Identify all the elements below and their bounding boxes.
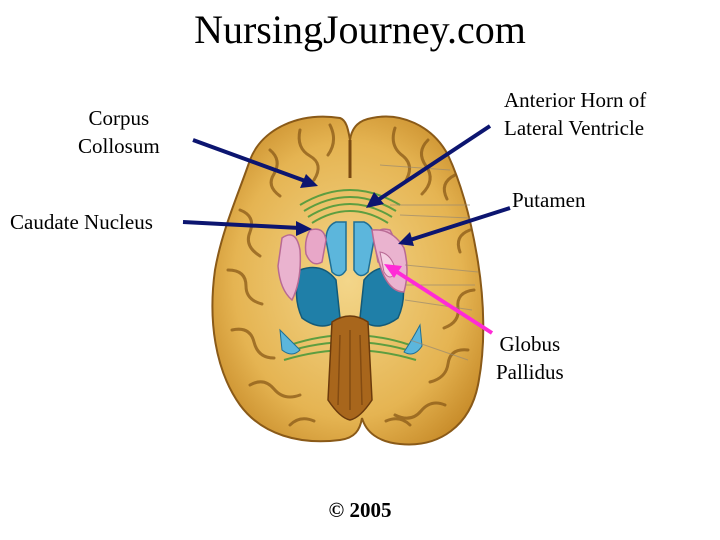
label-caudate-nucleus: Caudate Nucleus — [10, 210, 153, 234]
corpus-callosum-fibers — [299, 189, 401, 224]
anterior-horn-arrow — [366, 124, 492, 208]
posterior-horn-right — [403, 323, 423, 355]
page-title: NursingJourney.com — [194, 7, 526, 52]
copyright-notice: © 2005 — [328, 498, 392, 522]
label-globus-pallidus: Globus Pallidus — [496, 332, 564, 384]
label-putamen: Putamen — [512, 188, 586, 212]
lateral-ventricle-left — [295, 266, 341, 327]
anterior-horn-right — [353, 221, 375, 277]
brain-outline — [211, 115, 485, 446]
corpus-callosum-arrow — [192, 138, 318, 188]
caudate-nucleus-left — [304, 228, 327, 265]
pointer-lines — [379, 164, 479, 361]
posterior-horn-left — [279, 328, 301, 355]
putamen-arrow — [398, 206, 511, 246]
caudate-nucleus-arrow — [182, 220, 312, 236]
brainstem-striations — [337, 330, 363, 410]
anterior-horn-left — [325, 221, 347, 277]
globus-pallidus-arrow — [384, 264, 494, 335]
label-anterior-horn: Anterior Horn of Lateral Ventricle — [504, 88, 647, 140]
putamen-left — [277, 234, 302, 302]
label-corpus-callosum: Corpus Collosum — [78, 106, 160, 158]
arrows — [182, 124, 511, 335]
